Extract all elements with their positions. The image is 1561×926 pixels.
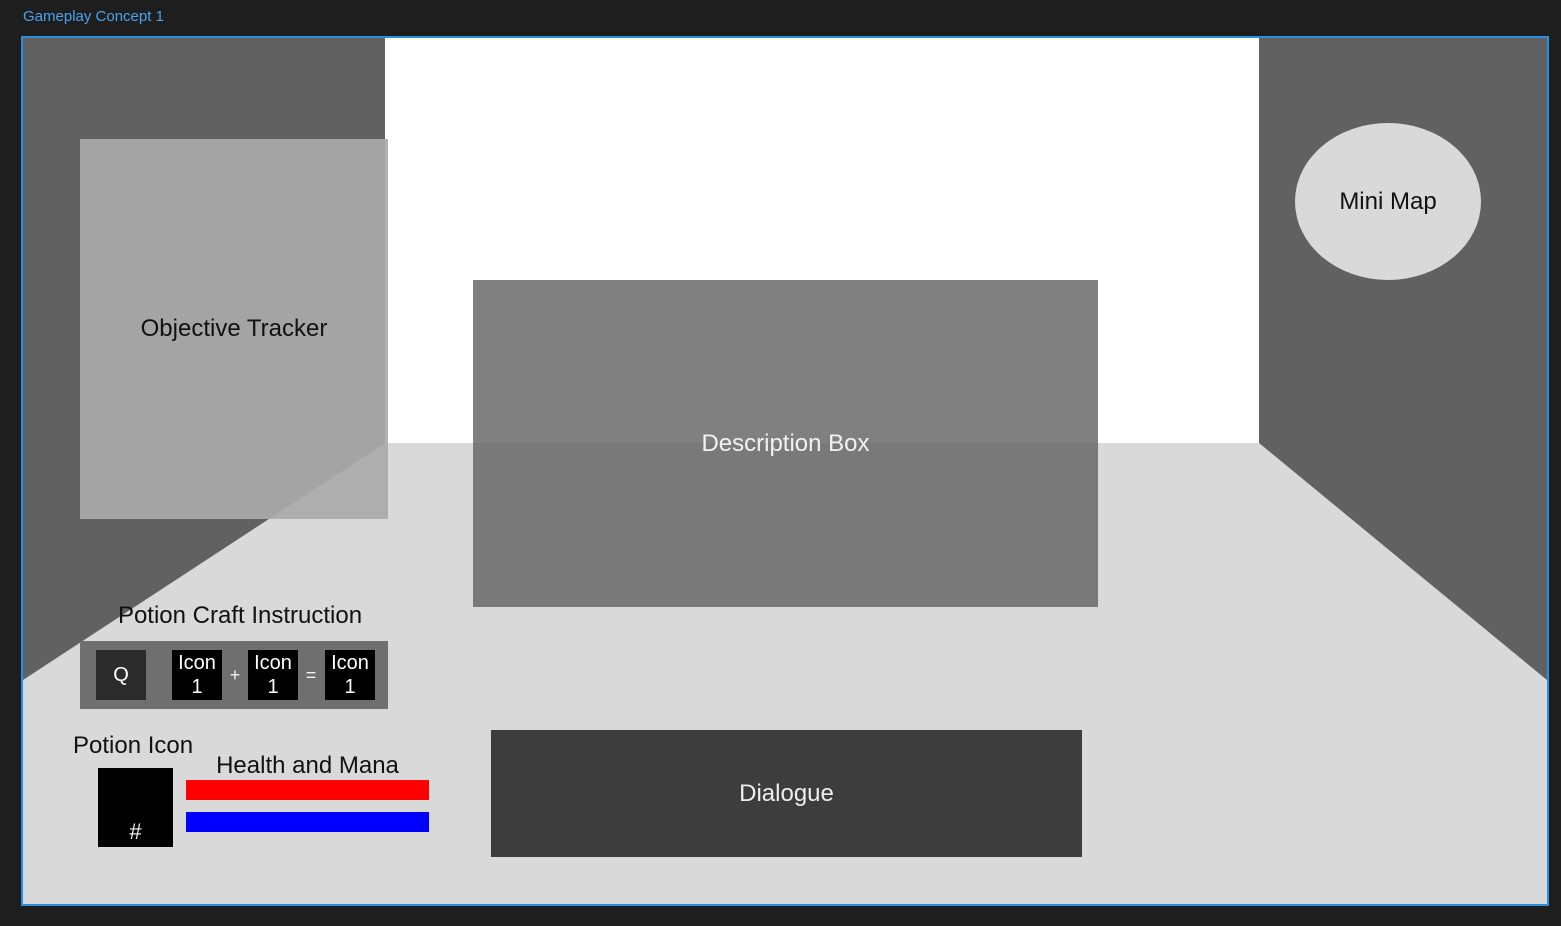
description-box: Description Box [473,280,1098,607]
mana-bar-fill [186,812,429,832]
health-bar [186,780,429,800]
slot-number: 1 [191,676,203,698]
craft-key-q[interactable]: Q [96,650,146,700]
frame-title[interactable]: Gameplay Concept 1 [23,8,164,25]
slot-label: Icon [331,652,369,674]
potion-count: # [129,819,142,844]
health-bar-fill [186,780,429,800]
craft-result-slot[interactable]: Icon 1 [325,650,375,700]
craft-ingredient-slot-2[interactable]: Icon 1 [248,650,298,700]
potion-craft-title: Potion Craft Instruction [117,602,363,629]
objective-tracker: Objective Tracker [80,139,388,519]
slot-number: 1 [267,676,279,698]
potion-icon-title: Potion Icon [73,732,194,759]
plus-sign: + [229,664,241,685]
slot-label: Icon [178,652,216,674]
mana-bar [186,812,429,832]
health-mana-title: Health and Mana [216,752,399,779]
potion-icon[interactable]: # [98,768,173,847]
slot-label: Icon [254,652,292,674]
slot-number: 1 [344,676,356,698]
craft-ingredient-slot-1[interactable]: Icon 1 [172,650,222,700]
mini-map[interactable]: Mini Map [1295,123,1481,280]
dialogue-box[interactable]: Dialogue [491,730,1082,857]
gameplay-frame: Objective Tracker Description Box Mini M… [21,36,1549,906]
equals-sign: = [305,664,317,685]
